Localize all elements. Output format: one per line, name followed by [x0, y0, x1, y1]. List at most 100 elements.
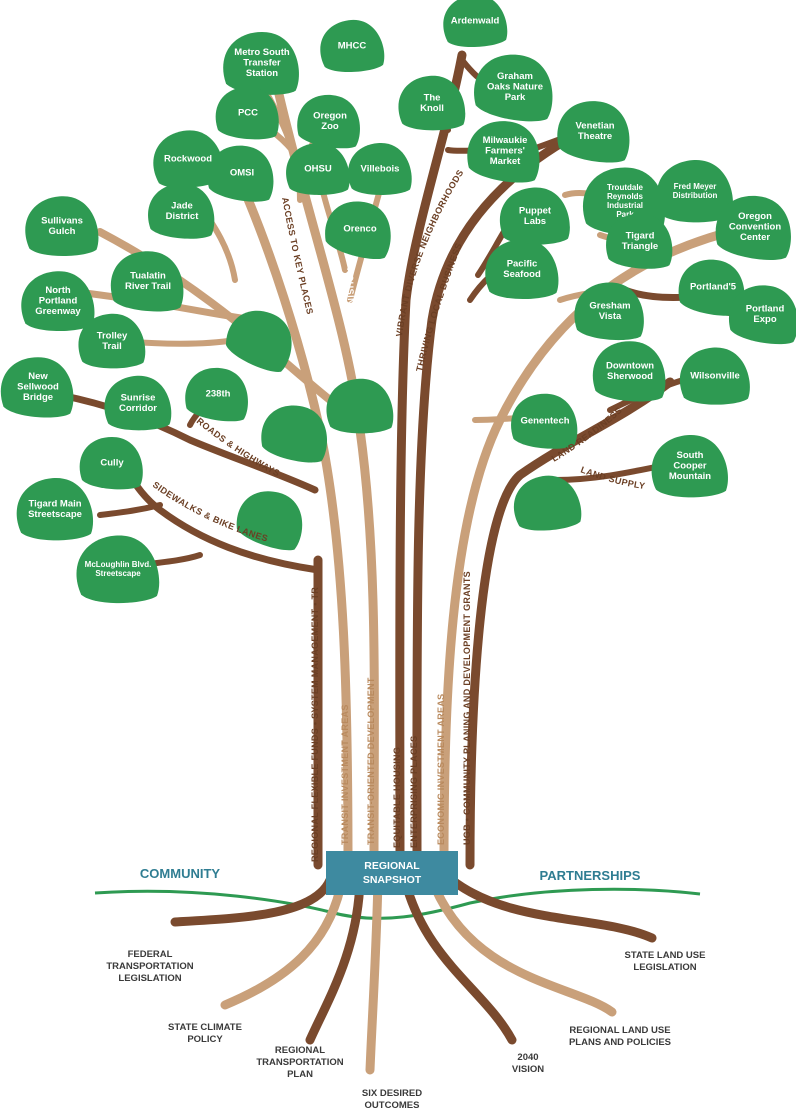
branch-label-jobs: JOBS	[486, 310, 502, 338]
leaf-19: McLoughlin Blvd.Streetscape	[73, 532, 161, 608]
trunk-label-economic-investment: ECONOMIC INVESTMENT AREAS	[436, 694, 446, 845]
leaf-label: 238th	[206, 389, 231, 400]
leaf-7: Villebois	[345, 140, 414, 199]
leaf-label: OMSI	[230, 168, 254, 179]
ground-line	[94, 887, 701, 920]
leaf-label: Rockwood	[164, 154, 212, 165]
leaf-20: Ardenwald	[439, 0, 510, 52]
trunk-label-enterprising-places: ENTERPRISING PLACES	[409, 736, 419, 848]
roots	[170, 875, 657, 1075]
leaf-label: Wilsonville	[690, 371, 740, 382]
leaf-5: OMSI	[205, 142, 277, 204]
trunk-label-equitable-housing: EQUITABLE HOUSING	[392, 747, 402, 848]
ground-label-community: COMMUNITY	[140, 866, 220, 881]
leaf-label: Ardenwald	[451, 16, 500, 27]
leaf-35: Wilsonville	[677, 344, 752, 409]
leaf-label: Villebois	[361, 164, 400, 175]
leaf-4: Rockwood	[148, 125, 227, 194]
leaf-16: 238th	[183, 365, 251, 423]
leaf-label: MHCC	[338, 41, 367, 52]
snapshot-line-1: REGIONAL	[364, 860, 420, 872]
leaf-label: Genentech	[520, 416, 569, 427]
branch-label-buses-trains: BUSES & TRAINS	[220, 205, 267, 281]
leaf-32: Portland'5	[676, 256, 748, 318]
leaf-label: Portland'5	[690, 282, 737, 293]
leaf-0: MHCC	[316, 15, 387, 77]
trunk-label-tod: TRANSIT-ORIENTED DEVELOPMENT	[366, 677, 376, 845]
ground-label-partnerships: PARTNERSHIPS	[540, 868, 641, 883]
leaf-label: OHSU	[304, 164, 332, 175]
trunk-label-transit-investment: TRANSIT INVESTMENT AREAS	[340, 704, 350, 845]
trunk-label-ugb-grants: UGB • COMMUNITY PLANING AND DEVELOPMENT …	[462, 571, 472, 845]
leaf-9: Orenco	[321, 196, 397, 262]
leaf-2: PCC	[215, 87, 279, 140]
regional-snapshot-box: REGIONAL SNAPSHOT	[326, 851, 458, 895]
leaf-label: Orenco	[343, 224, 376, 235]
leaf-label: PCC	[238, 108, 258, 119]
snapshot-line-2: SNAPSHOT	[363, 874, 422, 886]
leaf-36: Genentech	[511, 393, 578, 449]
leaf-17: Cully	[79, 437, 143, 490]
leaf-label: McLoughlin Blvd.Streetscape	[85, 560, 152, 578]
leaf-6: OHSU	[283, 140, 352, 199]
leaf-label: Cully	[100, 458, 124, 469]
